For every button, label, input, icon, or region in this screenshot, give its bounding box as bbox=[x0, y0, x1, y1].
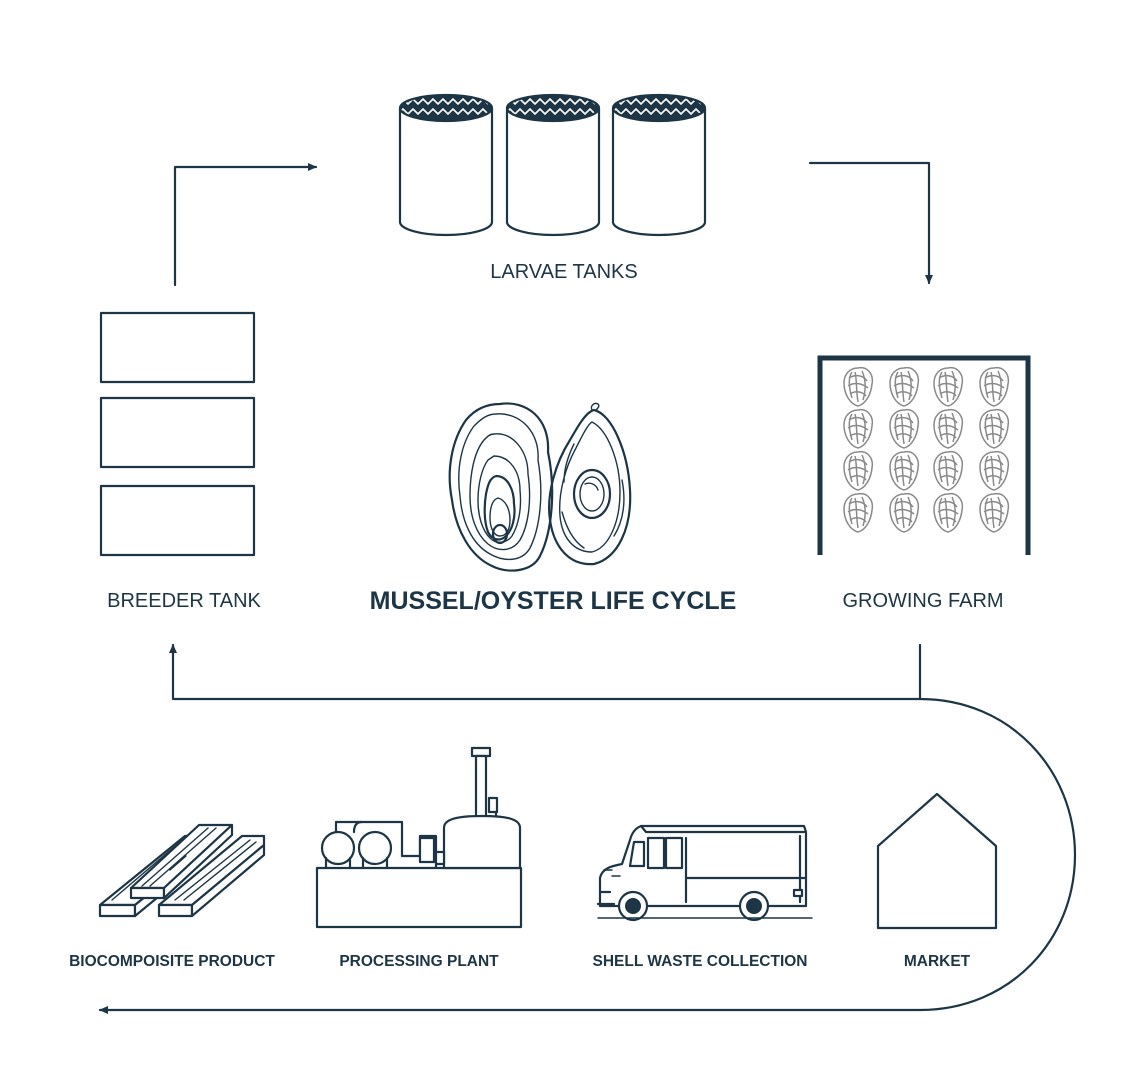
farm-oyster-cluster bbox=[933, 408, 964, 449]
delivery-truck-icon bbox=[596, 824, 813, 922]
biocomposite-product-label: BIOCOMPOISITE PRODUCT bbox=[69, 953, 275, 970]
farm-oyster-cluster bbox=[979, 492, 1010, 533]
breeder-tank-box bbox=[99, 396, 256, 469]
oyster-shells-icon bbox=[448, 402, 632, 572]
arrow-larvae-to-farm bbox=[808, 161, 933, 285]
breeder-tank-box bbox=[99, 484, 256, 557]
farm-oyster-cluster bbox=[933, 492, 964, 533]
market-label: MARKET bbox=[904, 953, 971, 970]
farm-oyster-cluster bbox=[889, 492, 920, 533]
farm-oyster-cluster bbox=[889, 408, 920, 449]
farm-oyster-cluster bbox=[843, 492, 874, 533]
stacked-tanks-icon bbox=[99, 311, 256, 557]
processing-plant-label: PROCESSING PLANT bbox=[339, 953, 499, 970]
larvae-tank bbox=[505, 93, 601, 237]
farm-oyster-cluster bbox=[889, 366, 920, 407]
oyster-rack-icon bbox=[817, 355, 1031, 555]
farm-oyster-cluster bbox=[979, 408, 1010, 449]
arrow-return-loop bbox=[98, 697, 1077, 1014]
cylinder-tanks-icon bbox=[398, 93, 707, 237]
larvae-tank bbox=[398, 93, 494, 237]
arrow-breeder-to-larvae bbox=[173, 163, 318, 287]
breeder-tank-label: BREEDER TANK bbox=[107, 590, 261, 612]
farm-oyster-cluster bbox=[933, 450, 964, 491]
farm-oyster-cluster bbox=[889, 450, 920, 491]
larvae-tanks-label: LARVAE TANKS bbox=[490, 261, 637, 283]
arrow-farm-to-breeder bbox=[169, 643, 922, 701]
farm-oyster-cluster bbox=[843, 408, 874, 449]
farm-oyster-cluster bbox=[933, 366, 964, 407]
wood-planks-icon bbox=[98, 823, 266, 918]
farm-oyster-cluster bbox=[979, 366, 1010, 407]
shell-waste-collection-label: SHELL WASTE COLLECTION bbox=[593, 953, 808, 970]
larvae-tank bbox=[611, 93, 707, 237]
farm-oyster-cluster bbox=[979, 450, 1010, 491]
factory-icon bbox=[315, 746, 523, 929]
farm-oyster-cluster bbox=[843, 450, 874, 491]
farm-oyster-cluster bbox=[843, 366, 874, 407]
diagram-title: MUSSEL/OYSTER LIFE CYCLE bbox=[370, 587, 737, 615]
breeder-tank-box bbox=[99, 311, 256, 384]
growing-farm-label: GROWING FARM bbox=[842, 590, 1003, 612]
house-icon bbox=[876, 792, 998, 930]
